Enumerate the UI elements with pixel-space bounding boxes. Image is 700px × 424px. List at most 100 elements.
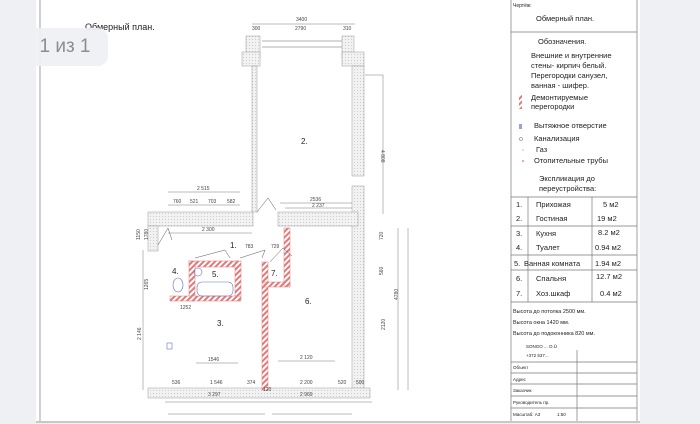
titleblock-stamp-phone: +372 537... [526,353,549,358]
titleblock-rooms-2-area: 8.2 м2 [598,228,620,237]
plan-dims-l1780: 1780 [144,229,150,240]
plan-rooms-0: 1. [230,241,237,250]
titleblock-rooms-5-area: 12.7 м2 [596,272,622,281]
heating-pipe-icon [522,160,524,162]
plan-dims-b2200: 2 200 [300,380,313,386]
titleblock-stamp-manager: Руководитель пр. [513,400,549,405]
plan-dims-d2300: 2 300 [202,227,215,233]
plan-dims-d783: 783 [245,244,254,250]
plan-dims-b3297: 3 297 [208,392,221,398]
plan-dims-d1252: 1252 [180,305,191,311]
titleblock-rooms-6-n: 7. [516,289,522,298]
titleblock-legend_items-3-label-0: Газ [536,145,548,154]
plan-title: Обмерный план. [85,22,155,32]
walls [147,35,371,399]
plan-rooms-5: 6. [305,297,312,306]
titleblock-legend_items-1-label-0: Вытяжное отверстие [534,121,607,130]
titleblock-drawing_label: Чертёж: [513,3,532,9]
titleblock-rooms-3-n: 4. [516,243,522,252]
titleblock-rooms-1-area: 19 м2 [597,214,617,223]
titleblock-stamp-company: SONGO ... O.Ü [526,343,557,349]
titleblock-explication_title-0: Экспликация до [539,174,595,183]
titleblock-stamp-address: Адрес [513,377,527,382]
titleblock-legend_items-2-label-0: Канализация [534,134,580,143]
plan-dims-d2237: 2 237 [312,203,325,209]
titleblock-rooms-4-area: 1.94 м2 [595,259,621,268]
plan-dims-d760: 760 [173,199,182,205]
title-block: Чертёж: Обмерный план. Обозначения. Внеш… [510,0,638,421]
plan-dims-top_total: 3400 [296,17,307,23]
titleblock-rooms-0-name: Прихожая [536,200,571,209]
plan-dims-r560: 560 [379,266,385,275]
titleblock-notes-2: Высота до подоконника 820 мм. [513,331,595,337]
plan-dims-d521: 521 [190,199,199,205]
door-swings [157,197,293,263]
plan-dims-d1546: 1546 [208,357,219,363]
titleblock-legend_text-1: стены- кирпич белый. [531,61,606,70]
titleblock-rooms-2-n: 3. [516,229,522,238]
plan-rooms-1: 2. [301,137,308,146]
plan-dims-top_c: 310 [343,26,352,32]
plan-dims-d729: 729 [271,244,280,250]
plan-rooms-4: 5. [212,270,219,279]
titleblock-rooms-6-name: Хоз.шкаф [536,289,570,298]
plan-dims-right_upper: 4 808 [379,150,385,163]
titleblock-rooms-1-n: 2. [516,214,522,223]
plan-dims-r2120: 2120 [381,319,387,330]
document-page [36,0,640,423]
titleblock-rooms-3-name: Туалет [536,243,560,252]
plan-dims-l1265: 1265 [144,279,150,290]
titleblock-rooms-6-area: 0.4 м2 [600,289,622,298]
titleblock-rooms-0-n: 1. [516,200,522,209]
vent-icon [519,124,522,129]
titleblock-rooms-4-n: 5. [514,259,520,268]
plan-dims-d2515: 2 515 [197,186,210,192]
plan-dims-b520: 520 [338,380,347,386]
dimension-labels: 3400 300 2790 310 4 808 2 515 760 521 70… [136,17,400,398]
titleblock-legend_title: Обозначения. [538,37,586,46]
fixtures [166,267,234,350]
plan-dims-l2146: 2 146 [137,327,143,340]
demolished-partitions [169,227,291,391]
demolished-partition-legend-icon [519,95,522,109]
plan-dims-r720: 720 [379,231,385,240]
page-indicator: 1 из 1 [22,28,108,66]
titleblock-stamp-customer: Заказчик [513,388,532,393]
plan-dims-d582: 582 [227,199,236,205]
titleblock-stamp-object: Объект [513,365,528,370]
plan-dims-b2969: 2 969 [300,392,313,398]
titleblock-rooms-2-name: Кухня [536,229,556,238]
plan-dims-r4780: 4780 [394,289,400,300]
plan-dims-d703: 703 [208,199,217,205]
plan-dims-d2120: 2 120 [300,355,313,361]
titleblock-notes-0: Высота до потолка 2500 мм. [513,309,586,315]
plan-dims-l1150: 1150 [136,229,142,240]
plan-dims-b1546: 1 546 [210,380,223,386]
plan-rooms-6: 7. [271,269,278,278]
plan-rooms-3: 4. [172,267,179,276]
titleblock-legend_items-0-label-0: Демонтируемые [531,93,588,102]
room-labels: 1. 2. 3. 4. 5. 6. 7. [172,137,312,328]
plan-dims-b120: 120 [263,387,272,393]
titleblock-notes-1: Высота окна 1420 мм. [513,320,570,326]
plan-dims-top_b: 2790 [295,26,306,32]
gas-icon [522,149,524,151]
titleblock-legend_items-0-label-1: перегородки [531,102,574,111]
titleblock-legend_text-3: ванная - шифер. [531,81,589,90]
stamp: SONGO ... O.Ü +372 537... Объект Адрес З… [513,343,566,417]
titleblock-stamp-scale_val: 1:50 [557,412,566,417]
titleblock-legend_items-4-label-0: Отопительные трубы [534,156,608,165]
plan-dims-top_a: 300 [252,26,261,32]
titleblock-rooms-3-area: 0.94 м2 [595,243,621,252]
titleblock-drawing_name: Обмерный план. [536,14,594,23]
titleblock-rooms-5-n: 6. [516,274,522,283]
dimension-lines [142,23,409,415]
titleblock-explication_title-1: переустройства: [539,184,596,193]
plan-dims-b536: 536 [172,380,181,386]
plan-rooms-2: 3. [217,319,224,328]
plan-dims-b500: 500 [356,380,365,386]
titleblock-rooms-0-area: 5 м2 [603,200,619,209]
titleblock-stamp-scale: Масштаб: А3 [513,412,541,417]
